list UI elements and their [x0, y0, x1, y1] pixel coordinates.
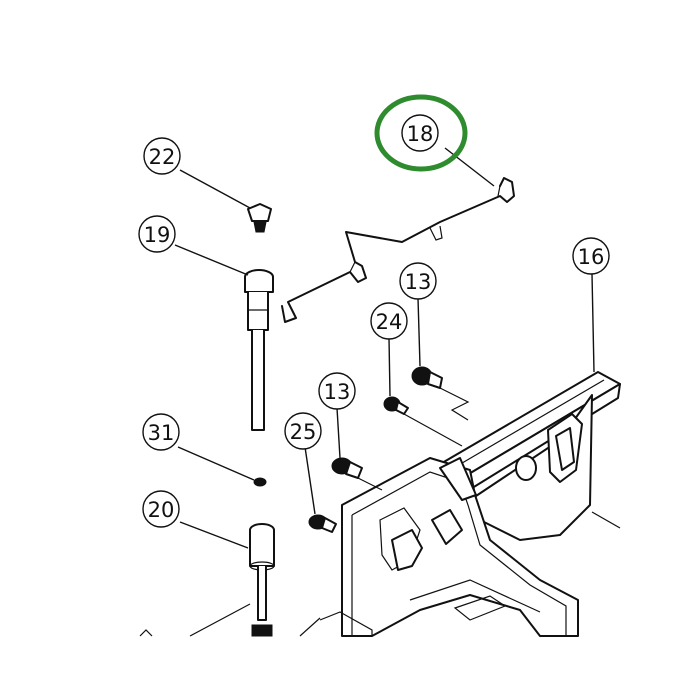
callout-18-label: 18 [407, 122, 434, 146]
part-16-bracket[interactable] [299, 371, 621, 637]
callout-19-label: 19 [144, 223, 171, 247]
callout-13-lower[interactable]: 13 [318, 372, 356, 410]
callout-18[interactable]: 18 [401, 114, 439, 152]
part-13-screw-upper[interactable] [411, 366, 470, 421]
callout-24[interactable]: 24 [370, 302, 408, 340]
part-24-screw[interactable] [383, 396, 463, 447]
callout-31[interactable]: 31 [142, 413, 180, 451]
callout-13-upper-label: 13 [405, 270, 432, 294]
callout-20[interactable]: 20 [142, 490, 180, 528]
callout-13-lower-label: 13 [324, 380, 351, 404]
callout-22[interactable]: 22 [143, 137, 181, 175]
callout-24-label: 24 [376, 310, 403, 334]
callout-25[interactable]: 25 [284, 412, 322, 450]
part-19-pin[interactable] [244, 269, 274, 431]
part-31-washer[interactable] [253, 477, 267, 487]
part-18-wire-rod[interactable] [281, 177, 515, 323]
callout-13-upper[interactable]: 13 [399, 262, 437, 300]
callout-19[interactable]: 19 [138, 215, 176, 253]
part-13-screw-lower[interactable] [331, 457, 383, 491]
callout-25-label: 25 [290, 420, 317, 444]
callout-31-label: 31 [148, 421, 175, 445]
callout-16[interactable]: 16 [572, 237, 610, 275]
highlight-ring [374, 94, 468, 172]
part-20-sleeve[interactable] [249, 523, 275, 637]
callout-20-label: 20 [148, 498, 175, 522]
callout-16-label: 16 [578, 245, 605, 269]
callout-22-label: 22 [149, 145, 176, 169]
lower-left-fragment [139, 603, 251, 637]
part-22-cap[interactable] [247, 203, 272, 233]
part-25-screw[interactable] [308, 514, 337, 533]
